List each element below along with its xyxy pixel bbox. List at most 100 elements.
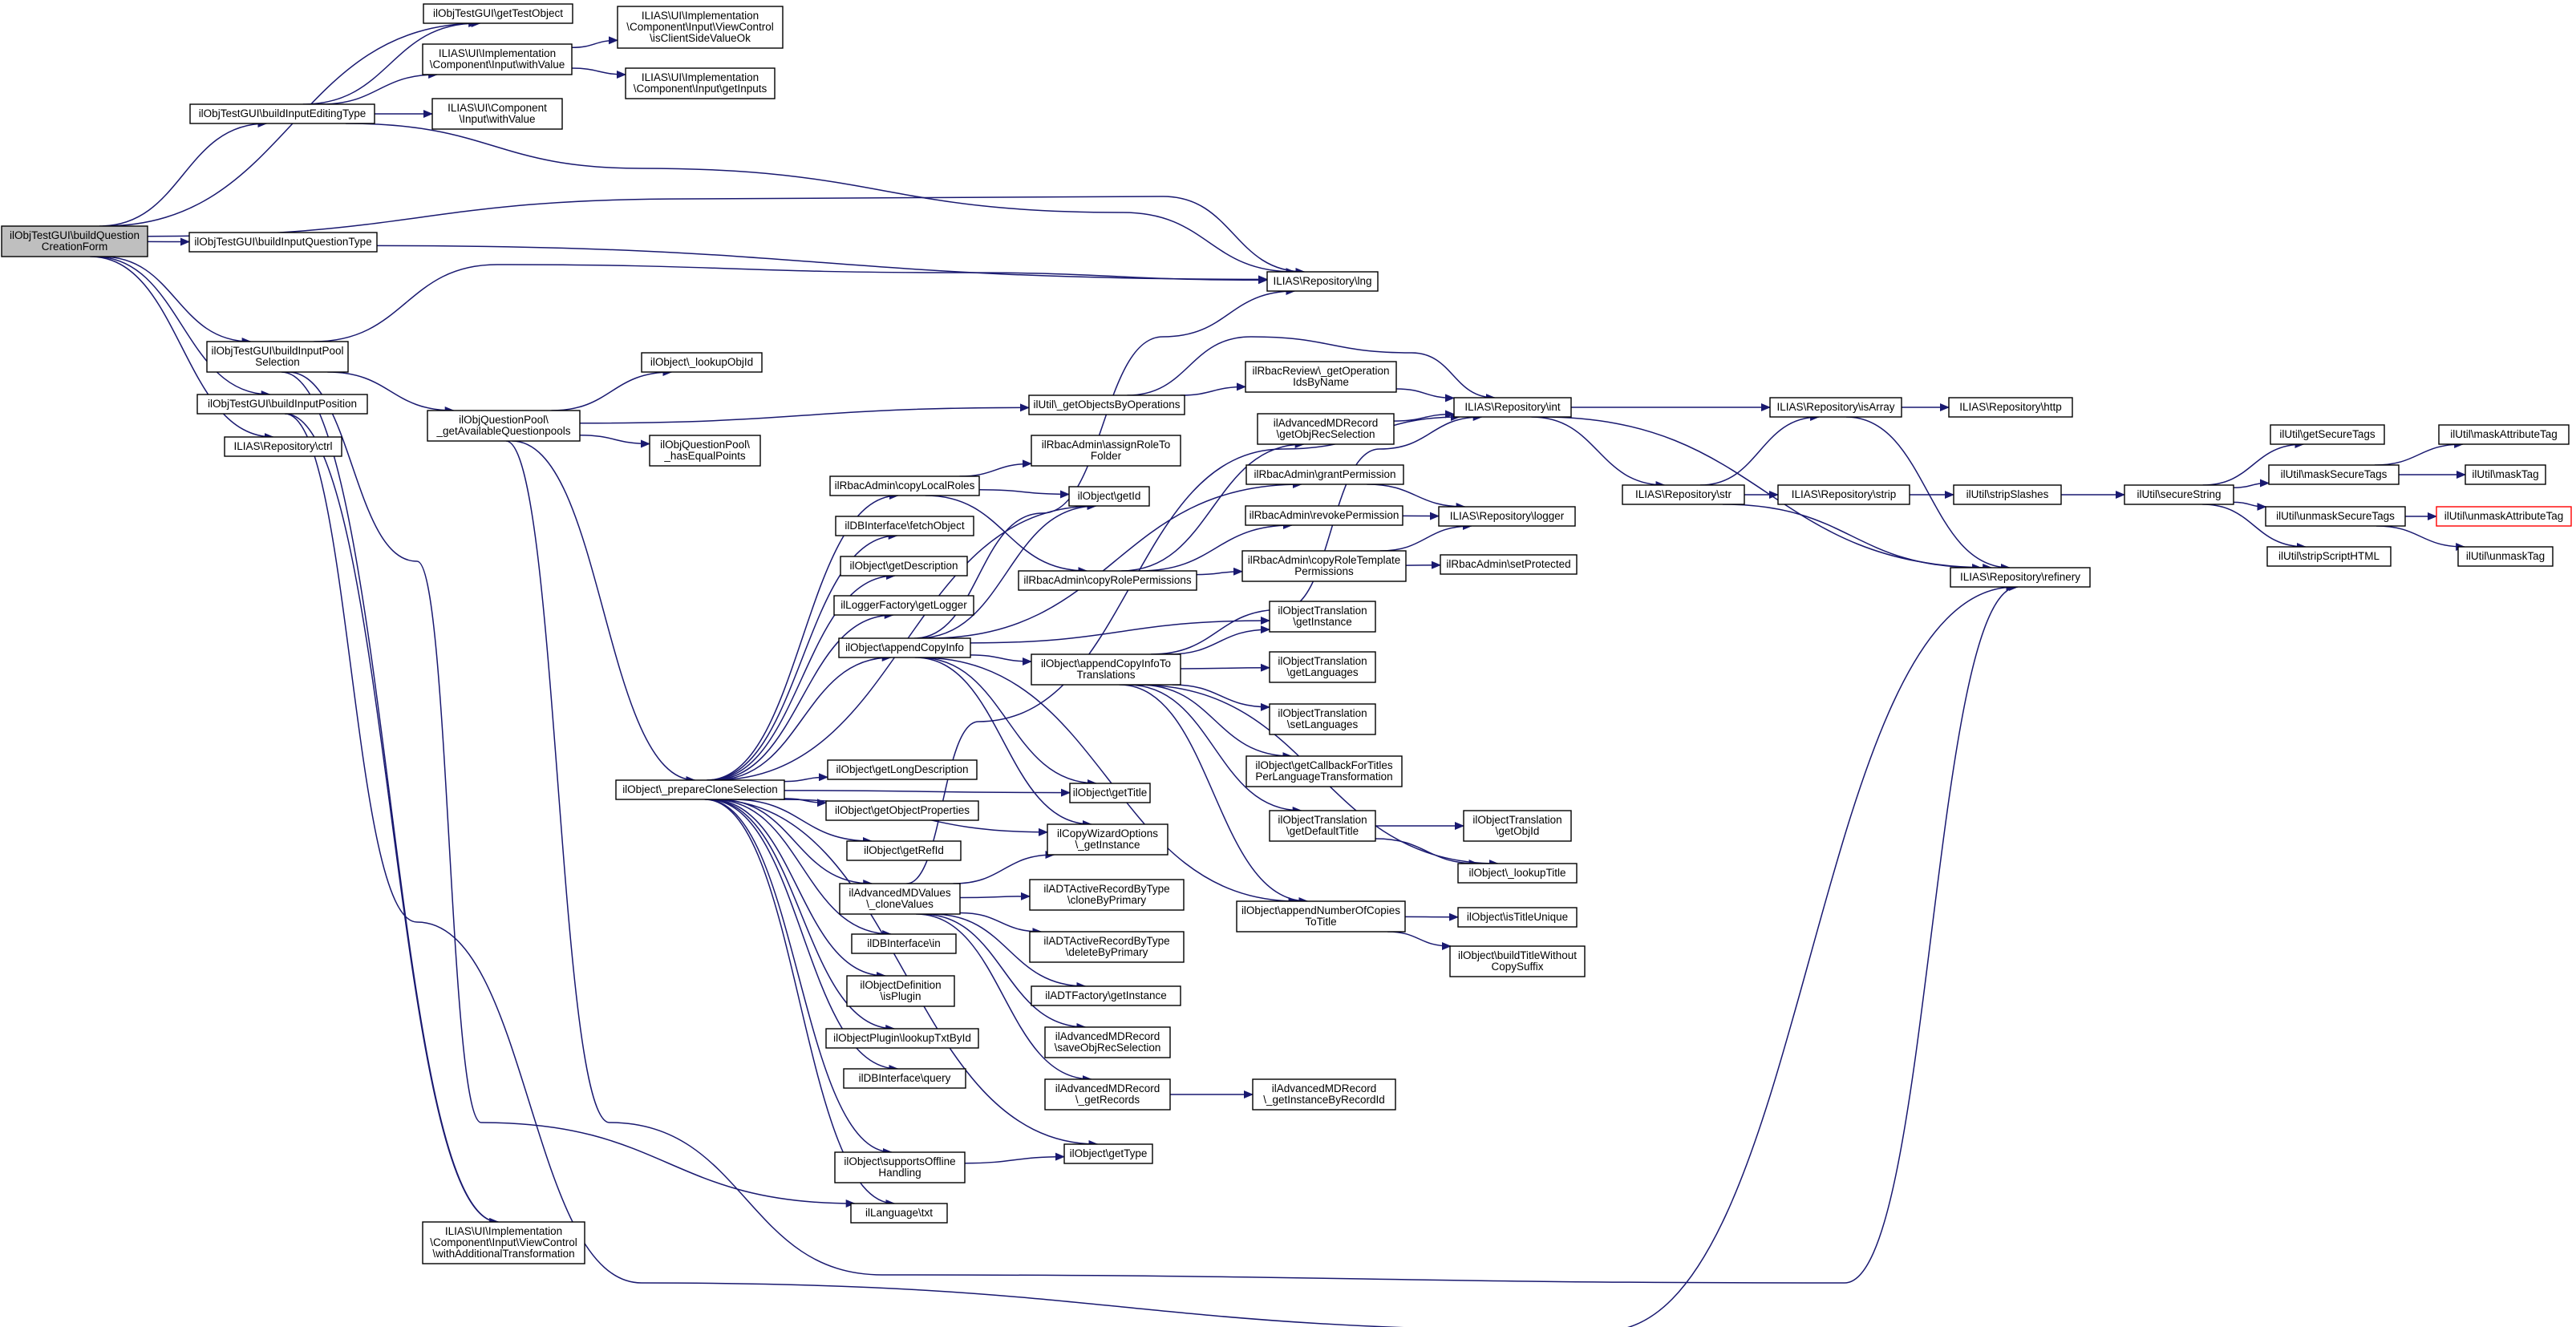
node-label: ilObjQuestionPool\ xyxy=(459,414,549,426)
node-getlongdescription[interactable]: ilObject\getLongDescription xyxy=(827,759,978,780)
node-stripslashes[interactable]: ilUtil\stripSlashes xyxy=(1953,484,2062,505)
node-repo-ctrl[interactable]: ILIAS\Repository\ctrl xyxy=(224,436,342,457)
node-lookuptxtbyid[interactable]: ilObjectPlugin\lookupTxtById xyxy=(825,1028,979,1049)
node-securestring[interactable]: ilUtil\secureString xyxy=(2124,484,2234,505)
node-getobjectsbyoperations[interactable]: ilUtil\_getObjectsByOperations xyxy=(1028,394,1185,415)
node-repo-lng[interactable]: ILIAS\Repository\lng xyxy=(1266,271,1379,292)
node-label: \Component\Input\withValue xyxy=(430,59,565,71)
node-box xyxy=(224,436,342,457)
node-label: ilAdvancedMDRecord xyxy=(1055,1082,1160,1094)
node-masktag[interactable]: ilUtil\maskTag xyxy=(2465,464,2546,485)
node-repo-refinery[interactable]: ILIAS\Repository\refinery xyxy=(1950,567,2091,588)
node-box xyxy=(427,410,581,442)
node-getdescription[interactable]: ilObject\getDescription xyxy=(840,556,968,577)
node-adtar-deletebyprimary[interactable]: ilADTActiveRecordByType\deleteByPrimary xyxy=(1029,931,1185,963)
node-istitleunique[interactable]: ilObject\isTitleUnique xyxy=(1457,907,1578,928)
node-box xyxy=(834,1151,966,1183)
node-lookuptitle[interactable]: ilObject\_lookupTitle xyxy=(1457,863,1578,884)
node-gettitle[interactable]: ilObject\getTitle xyxy=(1069,783,1151,803)
node-unmasktag[interactable]: ilUtil\unmaskTag xyxy=(2457,546,2554,567)
node-copyrolepermissions[interactable]: ilRbacAdmin\copyRolePermissions xyxy=(1018,570,1197,591)
edge-appendcopyinfo-to-gettitle xyxy=(917,657,1098,787)
node-repo-int[interactable]: ILIAS\Repository\int xyxy=(1453,397,1572,418)
node-getinputs[interactable]: ILIAS\UI\Implementation\Component\Input\… xyxy=(625,67,776,99)
node-label: ILIAS\UI\Implementation xyxy=(642,10,759,22)
node-language-txt[interactable]: ilLanguage\txt xyxy=(850,1203,948,1224)
node-copylocalroles[interactable]: ilRbacAdmin\copyLocalRoles xyxy=(829,475,980,496)
node-stripscripthtml[interactable]: ilUtil\stripScriptHTML xyxy=(2266,546,2392,567)
node-ot-getobjid[interactable]: ilObjectTranslation\getObjId xyxy=(1463,810,1572,842)
node-masksecuretags[interactable]: ilUtil\maskSecureTags xyxy=(2268,464,2400,485)
node-gettestobject[interactable]: ilObjTestGUI\getTestObject xyxy=(423,3,573,24)
node-buildinputposition[interactable]: ilObjTestGUI\buildInputPosition xyxy=(196,394,368,415)
node-getobjrecselection[interactable]: ilAdvancedMDRecord\getObjRecSelection xyxy=(1257,413,1395,445)
node-label: Selection xyxy=(255,356,300,368)
node-label: \_getInstance xyxy=(1075,839,1140,851)
node-getlogger[interactable]: ilLoggerFactory\getLogger xyxy=(833,595,974,616)
node-hasequalpoints[interactable]: ilObjQuestionPool\_hasEqualPoints xyxy=(649,435,761,467)
node-withadditionaltransformation[interactable]: ILIAS\UI\Implementation\Component\Input\… xyxy=(422,1221,585,1264)
node-label: ilUtil\_getObjectsByOperations xyxy=(1033,399,1180,411)
node-repo-isarray[interactable]: ILIAS\Repository\isArray xyxy=(1769,397,1902,418)
node-isplugin[interactable]: ilObjectDefinition\isPlugin xyxy=(846,975,955,1007)
node-label: ilObject\buildTitleWithout xyxy=(1458,949,1577,961)
node-getcallbackfortitles[interactable]: ilObject\getCallbackForTitlesPerLanguage… xyxy=(1245,755,1403,787)
node-unmaskattributetag[interactable]: ilUtil\unmaskAttributeTag xyxy=(2436,506,2572,527)
node-unmasksecuretags[interactable]: ilUtil\unmaskSecureTags xyxy=(2265,506,2406,527)
node-box xyxy=(2457,546,2554,567)
edge-appendnumberofcopies-to-buildtitlewithoutcopysuffix xyxy=(1387,931,1452,950)
node-ot-getlanguages[interactable]: ilObjectTranslation\getLanguages xyxy=(1269,651,1376,683)
node-getavailablequestionpools[interactable]: ilObjQuestionPool\_getAvailableQuestionp… xyxy=(427,410,581,442)
node-appendcopyinfo[interactable]: ilObject\appendCopyInfo xyxy=(838,637,971,658)
node-repo-strip[interactable]: ILIAS\Repository\strip xyxy=(1777,484,1910,505)
node-ot-setlanguages[interactable]: ilObjectTranslation\setLanguages xyxy=(1269,703,1376,735)
node-getrefid[interactable]: ilObject\getRefId xyxy=(846,840,962,861)
node-adtfactory-getinstance[interactable]: ilADTFactory\getInstance xyxy=(1031,985,1181,1006)
node-label: ilObjTestGUI\getTestObject xyxy=(433,7,563,19)
node-advmd-clonevalues[interactable]: ilAdvancedMDValues\_cloneValues xyxy=(839,883,961,915)
node-label: ilUtil\getSecureTags xyxy=(2279,428,2376,440)
node-advmdrec-getrecords[interactable]: ilAdvancedMDRecord\_getRecords xyxy=(1044,1078,1171,1111)
node-adtar-clonebyprimary[interactable]: ilADTActiveRecordByType\cloneByPrimary xyxy=(1029,879,1185,911)
node-buildinputquestiontype[interactable]: ilObjTestGUI\buildInputQuestionType xyxy=(188,232,378,253)
node-prepareclonesel[interactable]: ilObject\_prepareCloneSelection xyxy=(615,779,785,800)
node-advmdrec-getinstancebyrecordid[interactable]: ilAdvancedMDRecord\_getInstanceByRecordI… xyxy=(1252,1078,1396,1111)
node-db-in[interactable]: ilDBInterface\in xyxy=(851,933,957,954)
node-getsecuretags[interactable]: ilUtil\getSecureTags xyxy=(2270,424,2385,445)
node-copywizard-getinstance[interactable]: ilCopyWizardOptions\_getInstance xyxy=(1047,823,1169,856)
node-box xyxy=(1236,900,1406,933)
node-gettype[interactable]: ilObject\getType xyxy=(1063,1143,1153,1164)
node-db-query[interactable]: ilDBInterface\query xyxy=(843,1068,966,1089)
node-isclientsidevalueok[interactable]: ILIAS\UI\Implementation\Component\Input\… xyxy=(617,6,784,49)
node-grantpermission[interactable]: ilRbacAdmin\grantPermission xyxy=(1245,464,1404,485)
node-setprotected[interactable]: ilRbacAdmin\setProtected xyxy=(1440,554,1578,575)
node-maskattributetag[interactable]: ilUtil\maskAttributeTag xyxy=(2438,424,2570,445)
node-revokepermission[interactable]: ilRbacAdmin\revokePermission xyxy=(1245,505,1403,526)
node-repo-http[interactable]: ILIAS\Repository\http xyxy=(1948,397,2073,418)
node-box xyxy=(196,394,368,415)
node-getobjectproperties[interactable]: ilObject\getObjectProperties xyxy=(825,800,979,821)
node-lookupobjid[interactable]: ilObject\_lookupObjId xyxy=(641,352,763,373)
node-ot-getinstance[interactable]: ilObjectTranslation\getInstance xyxy=(1269,601,1376,633)
node-fetchobject[interactable]: ilDBInterface\fetchObject xyxy=(835,516,974,536)
node-box xyxy=(829,475,980,496)
node-advmdrec-saveobjrecsel[interactable]: ilAdvancedMDRecord\saveObjRecSelection xyxy=(1044,1026,1171,1058)
edges-layer xyxy=(90,19,2466,1327)
node-box xyxy=(1257,413,1395,445)
node-impl-withvalue[interactable]: ILIAS\UI\Implementation\Component\Input\… xyxy=(422,43,573,75)
node-getid[interactable]: ilObject\getId xyxy=(1068,486,1150,507)
node-buildinputeditingtype[interactable]: ilObjTestGUI\buildInputEditingType xyxy=(189,103,375,124)
node-repo-logger[interactable]: ILIAS\Repository\logger xyxy=(1438,506,1576,527)
node-repo-str[interactable]: ILIAS\Repository\str xyxy=(1622,484,1745,505)
node-ot-getdefaulttitle[interactable]: ilObjectTranslation\getDefaultTitle xyxy=(1269,810,1376,842)
node-comp-withvalue[interactable]: ILIAS\UI\Component\Input\withValue xyxy=(431,98,563,130)
